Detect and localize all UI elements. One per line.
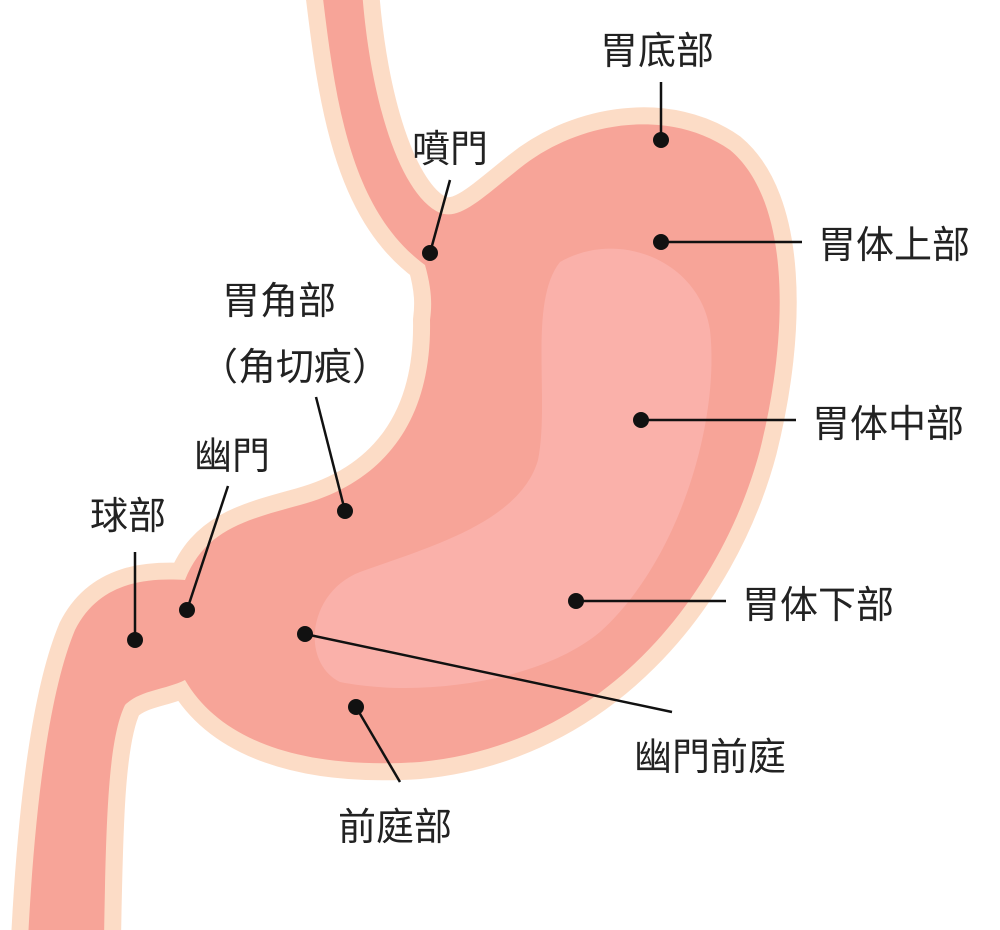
leader-line-antrum [354, 706, 402, 783]
stomach-inner-layer [314, 248, 712, 688]
label-angle: 胃角部 [222, 279, 337, 323]
marker-pylorus [179, 602, 195, 618]
marker-angle [337, 503, 353, 519]
marker-fundus [653, 132, 669, 148]
stomach-outer-layer [11, 0, 797, 930]
leader-line-angle [314, 396, 347, 512]
leader-lines [133, 82, 802, 783]
label-lower-body: 胃体下部 [742, 583, 895, 627]
leader-line-cardia [428, 179, 452, 254]
label-bulb: 球部 [90, 494, 167, 538]
label-pyloric-antrum: 幽門前庭 [634, 735, 787, 779]
label-fundus: 胃底部 [600, 29, 715, 73]
label-angle-notch: （角切痕） [200, 345, 391, 389]
marker-cardia [422, 245, 438, 261]
label-upper-body: 胃体上部 [818, 223, 971, 267]
marker-middle-body [633, 412, 649, 428]
label-antrum: 前庭部 [338, 805, 453, 849]
label-middle-body: 胃体中部 [812, 402, 965, 446]
location-markers [127, 132, 669, 715]
leader-line-pylorus [185, 485, 230, 611]
marker-pyloric-antrum [297, 626, 313, 642]
label-pylorus: 幽門 [194, 434, 271, 478]
leader-line-pyloric-antrum [304, 632, 673, 714]
marker-bulb [127, 632, 143, 648]
marker-upper-body [653, 234, 669, 250]
marker-antrum [348, 699, 364, 715]
marker-lower-body [568, 593, 584, 609]
label-cardia: 噴門 [412, 127, 489, 171]
